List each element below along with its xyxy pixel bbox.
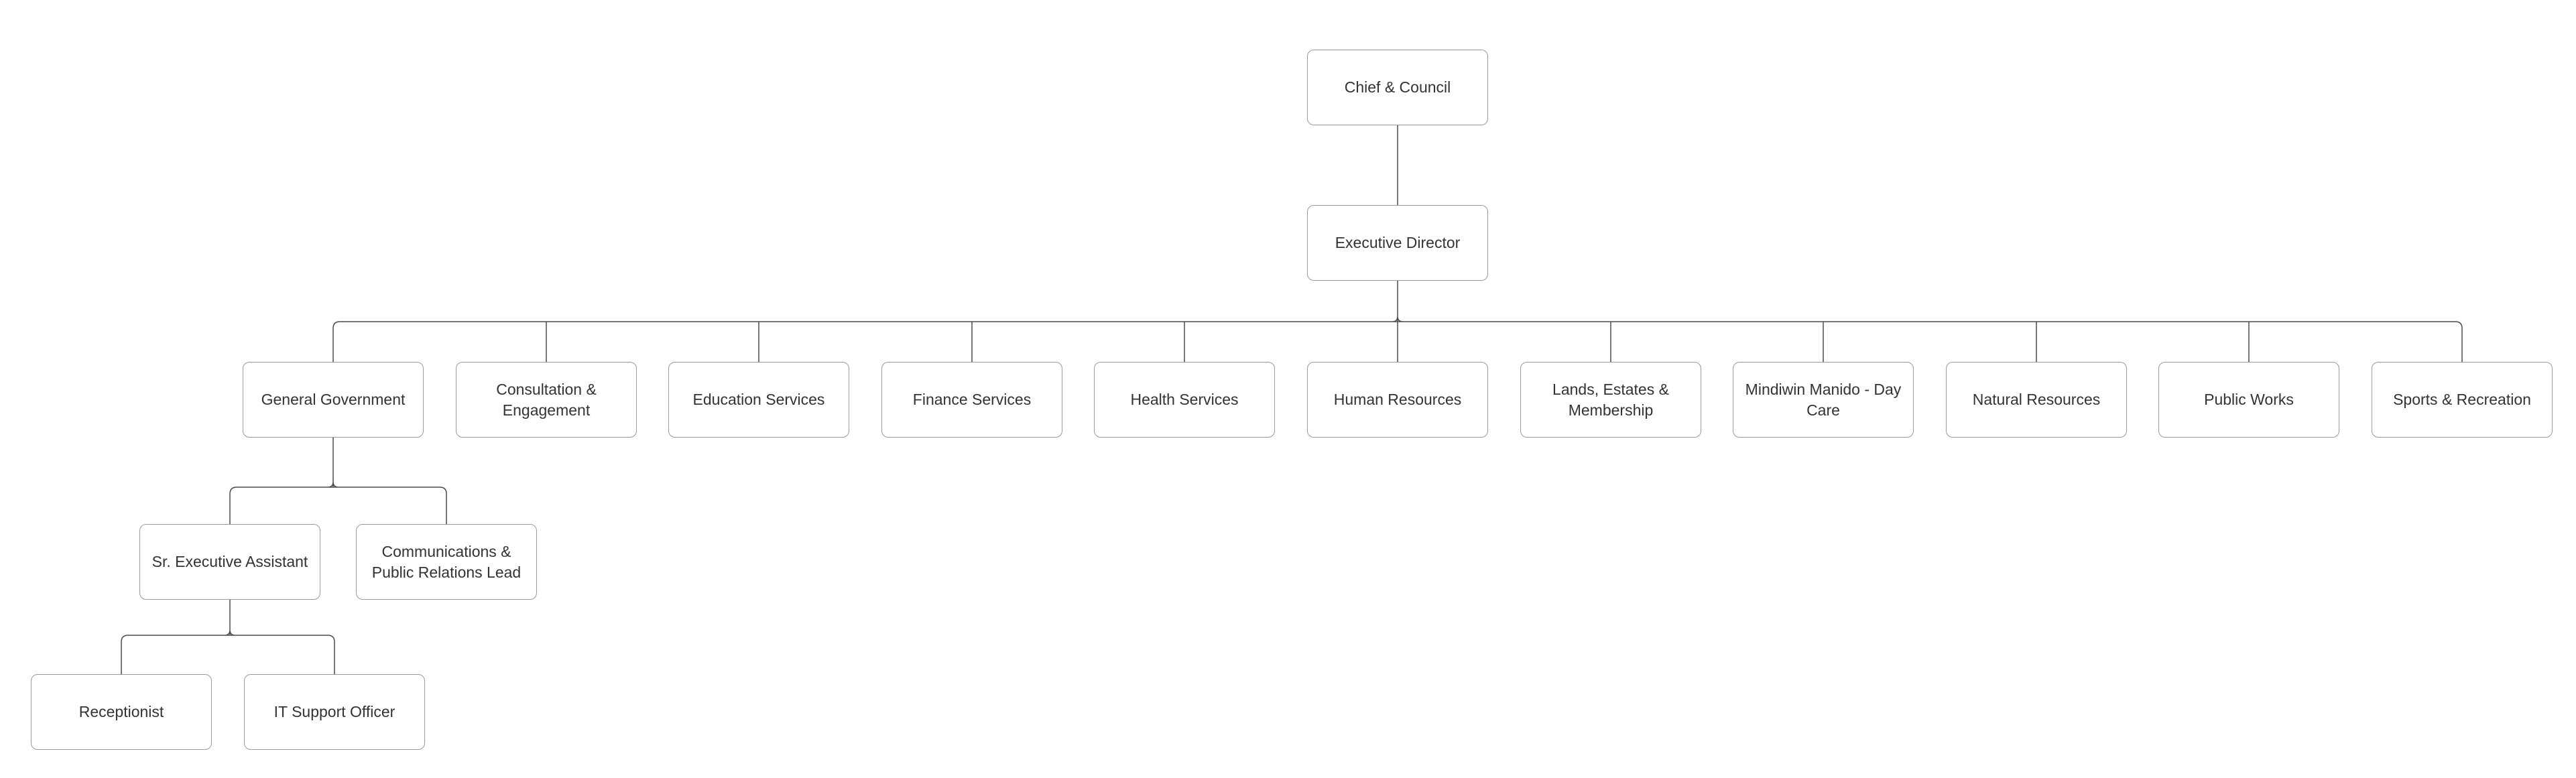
org-node-label: Consultation & Engagement — [496, 381, 597, 419]
org-node-lands-estates-membership[interactable]: Lands, Estates & Membership — [1520, 362, 1701, 438]
org-node-label: IT Support Officer — [273, 703, 395, 721]
org-node-label: Sports & Recreation — [2393, 391, 2531, 409]
org-node-label: Chief & Council — [1344, 78, 1451, 96]
org-node-general-government[interactable]: General Government — [243, 362, 424, 438]
org-node-sr-executive-assistant[interactable]: Sr. Executive Assistant — [139, 524, 320, 600]
org-node-it-support-officer[interactable]: IT Support Officer — [244, 674, 425, 750]
org-node-label: Communications & Public Relations Lead — [371, 543, 522, 581]
org-node-chief-council[interactable]: Chief & Council — [1307, 50, 1488, 125]
org-node-mindiwin-manido-day-care[interactable]: Mindiwin Manido - Day Care — [1733, 362, 1914, 438]
org-node-label: Lands, Estates & Membership — [1552, 381, 1669, 419]
org-node-sports-recreation[interactable]: Sports & Recreation — [2372, 362, 2553, 438]
org-node-label: Human Resources — [1333, 391, 1462, 409]
org-node-consultation-engagement[interactable]: Consultation & Engagement — [456, 362, 637, 438]
org-node-finance-services[interactable]: Finance Services — [881, 362, 1062, 438]
connector-sr-executive-assistant-to-children — [121, 600, 335, 674]
org-node-label: Natural Resources — [1972, 391, 2101, 409]
org-node-education-services[interactable]: Education Services — [668, 362, 849, 438]
org-node-label: Sr. Executive Assistant — [151, 553, 308, 571]
org-node-label: Executive Director — [1335, 234, 1461, 252]
org-node-health-services[interactable]: Health Services — [1094, 362, 1275, 438]
org-node-label: Receptionist — [78, 703, 164, 721]
org-node-public-works[interactable]: Public Works — [2158, 362, 2339, 438]
org-node-label: Education Services — [692, 391, 825, 409]
connector-executive-director-to-children — [332, 281, 2463, 362]
org-node-label: Mindiwin Manido - Day Care — [1745, 381, 1902, 419]
org-node-label: Finance Services — [912, 391, 1032, 409]
org-node-label: General Government — [261, 391, 406, 409]
org-node-receptionist[interactable]: Receptionist — [31, 674, 212, 750]
org-node-executive-director[interactable]: Executive Director — [1307, 205, 1488, 281]
org-node-natural-resources[interactable]: Natural Resources — [1946, 362, 2127, 438]
org-node-label: Health Services — [1130, 391, 1239, 409]
org-node-communications-public-relations-lead[interactable]: Communications & Public Relations Lead — [356, 524, 537, 600]
org-node-human-resources[interactable]: Human Resources — [1307, 362, 1488, 438]
org-node-label: Public Works — [2204, 391, 2294, 409]
connector-general-government-to-children — [229, 438, 447, 524]
